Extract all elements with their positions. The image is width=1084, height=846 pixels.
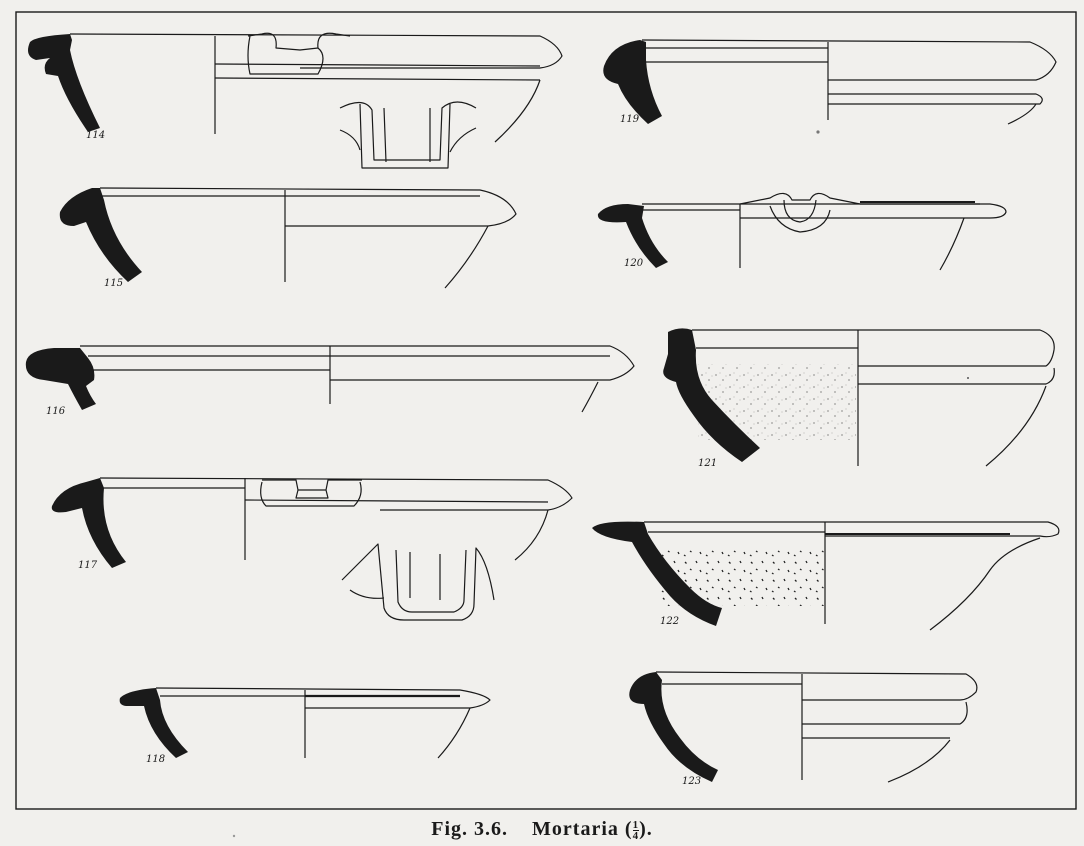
vessel-122 — [592, 521, 1060, 631]
rim-122 — [644, 521, 1060, 538]
vessel-label: 119 — [620, 114, 640, 125]
vessel-label: 117 — [78, 560, 98, 571]
vessel-123 — [629, 671, 978, 783]
profile-section-118 — [119, 688, 188, 758]
rim-118 — [155, 687, 491, 709]
scale-denominator: 4 — [632, 829, 640, 842]
spout-view-114 — [339, 101, 477, 169]
profile-section-117 — [51, 478, 126, 568]
rim-121 — [692, 329, 1055, 367]
vessel-117 — [51, 477, 573, 621]
vessel-116 — [25, 345, 635, 413]
vessel-label: 118 — [146, 754, 165, 765]
profile-section-120 — [597, 204, 668, 268]
profile-section-123 — [629, 672, 718, 782]
profile-section-115 — [59, 188, 142, 282]
spout-120 — [739, 192, 980, 233]
vessel-label: 123 — [682, 776, 701, 787]
vessel-label: 121 — [698, 458, 717, 469]
rim-114 — [69, 33, 563, 69]
vessel-119 — [603, 39, 1057, 125]
profile-section-114 — [28, 34, 100, 132]
caption-suffix: ). — [639, 818, 653, 840]
rim-116 — [80, 345, 635, 381]
vessel-114 — [28, 32, 563, 169]
scale-numerator: 1 — [632, 818, 640, 831]
rim-119 — [641, 39, 1057, 81]
rim-123 — [655, 671, 978, 701]
figure-title: Mortaria ( — [532, 818, 633, 840]
profile-section-119 — [603, 40, 662, 124]
spout-view-117 — [341, 543, 495, 621]
rim-115 — [99, 187, 517, 227]
vessel-label: 115 — [104, 278, 123, 289]
vessel-label: 114 — [86, 130, 105, 141]
plate-border — [15, 11, 1077, 810]
vessel-label: 120 — [624, 258, 644, 269]
vessel-label: 116 — [46, 406, 66, 417]
vessel-label: 122 — [660, 616, 679, 627]
vessel-118 — [119, 687, 491, 759]
profile-section-121 — [663, 328, 760, 462]
rim-117 — [99, 477, 573, 511]
profile-section-122 — [592, 521, 722, 626]
spout-117 — [260, 479, 362, 507]
profile-section-116 — [25, 348, 96, 410]
spout-114 — [247, 32, 351, 75]
vessel-121 — [663, 328, 1055, 467]
figure-number: Fig. 3.6. — [431, 818, 509, 840]
vessel-115 — [59, 187, 517, 289]
vessel-120 — [597, 192, 1007, 271]
rim-120 — [642, 203, 1007, 219]
